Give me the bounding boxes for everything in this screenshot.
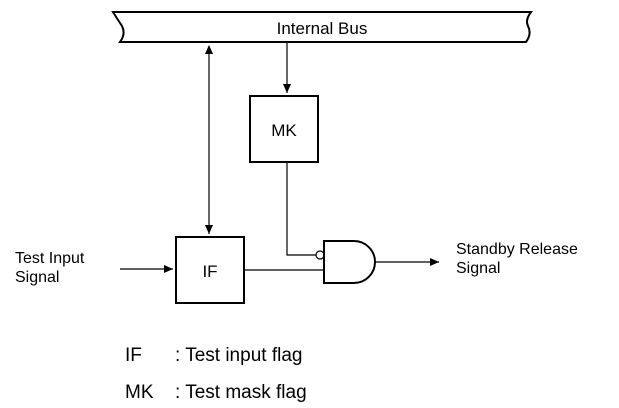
output-signal-label-line1: Standby Release	[456, 241, 578, 258]
internal-bus-label: Internal Bus	[277, 19, 368, 38]
legend-mk-desc: : Test mask flag	[175, 382, 307, 403]
input-signal-label-line2: Signal	[15, 269, 59, 286]
legend: IF : Test input flag MK : Test mask flag	[125, 345, 307, 403]
mk-box-label: MK	[271, 121, 297, 140]
output-signal-label-line2: Signal	[456, 260, 500, 277]
if-box-label: IF	[202, 262, 217, 281]
legend-if-desc: : Test input flag	[175, 345, 302, 366]
and-gate	[323, 240, 376, 284]
legend-mk-key: MK	[125, 382, 154, 403]
legend-if-key: IF	[125, 345, 142, 366]
input-signal-label-line1: Test Input	[15, 250, 85, 267]
mk-register: MK	[249, 95, 319, 163]
internal-bus: Internal Bus	[111, 11, 533, 43]
mk-box	[249, 95, 319, 163]
mk-to-and-line	[286, 162, 316, 256]
internal-bus-shape	[111, 11, 533, 43]
if-register: IF	[175, 236, 245, 304]
inversion-bubble	[315, 250, 325, 260]
